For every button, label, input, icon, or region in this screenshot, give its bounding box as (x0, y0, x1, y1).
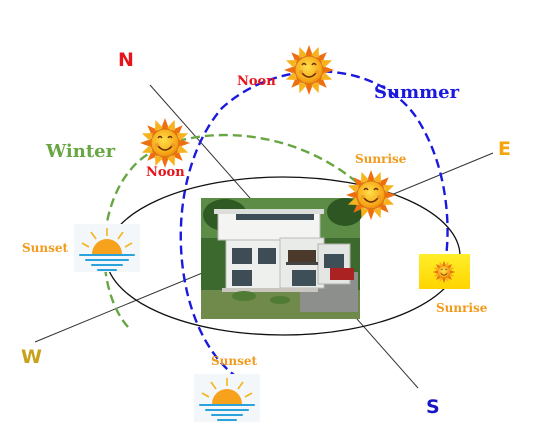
summer-sunrise-sun-icon (419, 254, 470, 289)
north-label: N (118, 49, 134, 71)
winter-label: Winter (46, 141, 116, 162)
summer-sun-path (179, 70, 449, 379)
winter-sun-path (103, 133, 361, 328)
summer-sunset-icon (193, 373, 261, 423)
winter-noon-label: Noon (146, 165, 185, 180)
summer-label: Summer (374, 82, 460, 103)
south-label: S (426, 396, 440, 418)
winter-sunrise-sun-icon (345, 169, 397, 221)
house-photo (201, 198, 363, 319)
east-label: E (498, 138, 511, 160)
winter-sunset-label: Sunset (22, 241, 69, 255)
summer-noon-sun-icon (283, 44, 335, 96)
winter-sunrise-label: Sunrise (355, 152, 407, 166)
summer-sunrise-label: Sunrise (436, 301, 488, 315)
summer-noon-label: Noon (237, 74, 276, 89)
winter-sunset-icon (73, 223, 141, 273)
west-label: W (21, 346, 42, 368)
winter-noon-sun-icon (139, 117, 191, 169)
summer-sunset-label: Sunset (211, 354, 258, 368)
